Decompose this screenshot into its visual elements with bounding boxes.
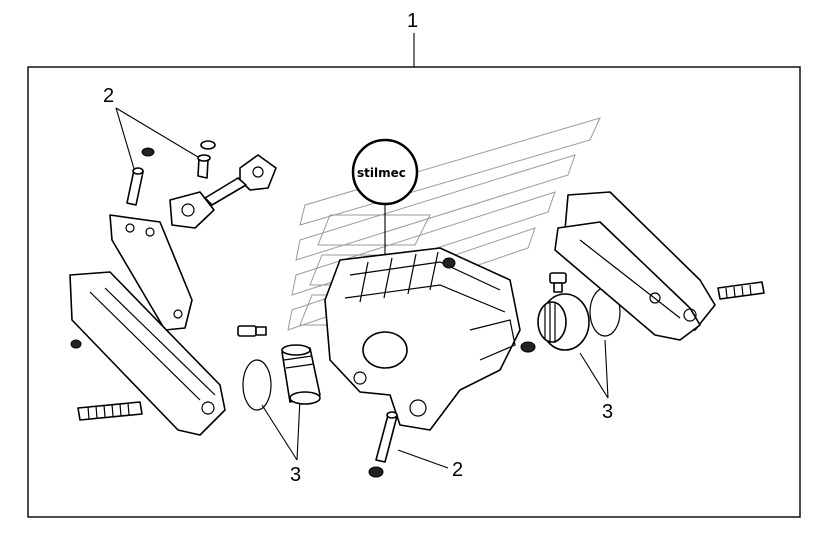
callout-pin-left: 2 <box>103 85 114 107</box>
piston-left <box>281 344 321 405</box>
leader-line-pin-left-b <box>115 107 204 161</box>
lever-plate-upper-left <box>109 214 193 331</box>
seal-ring-left <box>242 359 272 411</box>
callout-assembly: 1 <box>407 10 418 32</box>
leader-line-piston-left-b <box>296 397 301 461</box>
callout-pin-bottom: 2 <box>452 459 463 481</box>
lever-arm-right <box>554 191 716 341</box>
bleed-screw-right <box>549 272 567 293</box>
roll-pin-upper-left <box>126 147 155 206</box>
leader-line-piston-right-a <box>579 352 609 399</box>
roll-pin-bottom <box>368 411 398 478</box>
leader-line-piston-left-a <box>261 404 298 461</box>
leader-line-piston-right-b <box>604 339 609 399</box>
nut-right-caliper <box>520 341 536 353</box>
link-rod-clevis <box>169 154 277 229</box>
leader-line-pin-bottom <box>397 449 449 469</box>
lever-arm-left <box>69 271 226 436</box>
threaded-bolt-right <box>717 281 765 300</box>
bleed-screw-left <box>237 325 267 337</box>
caliper-body <box>324 247 521 431</box>
small-pin-upper <box>197 140 216 179</box>
threaded-bolt-left <box>77 401 143 421</box>
callout-piston-right: 3 <box>602 401 613 423</box>
leader-line-pin-left-a <box>115 107 136 173</box>
piston-right <box>537 293 590 351</box>
svg-text:stilmec: stilmec <box>357 166 406 180</box>
nut-upper-caliper <box>442 257 456 269</box>
callout-piston-left: 3 <box>290 464 301 486</box>
